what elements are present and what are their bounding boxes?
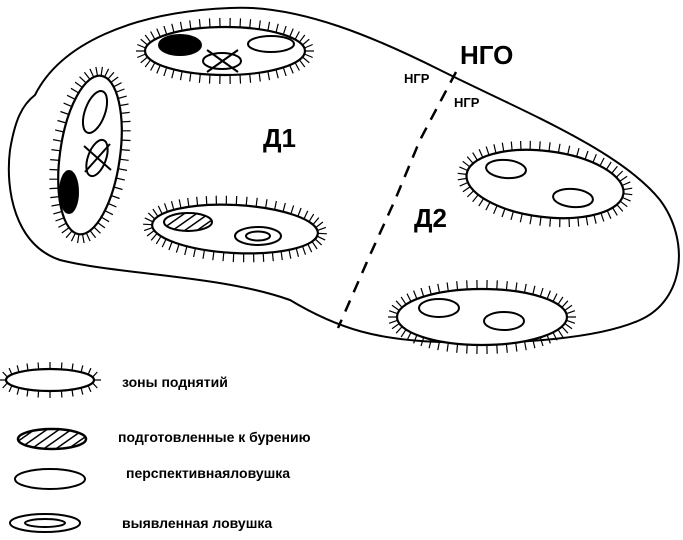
region-boundary (7, 6, 680, 344)
district-boundary (336, 71, 458, 329)
legend-prepared-text: подготовленные к бурению (118, 429, 311, 445)
prospective-trap-right-3 (418, 298, 460, 318)
prospective-trap-right-4 (483, 311, 525, 331)
identified-trap-middle (234, 226, 282, 246)
eliminated-trap-top (202, 49, 242, 73)
legend-prospective-symbol (14, 468, 86, 490)
eliminated-trap-left (83, 138, 112, 178)
legend-identified-text: выявленная ловушка (122, 515, 272, 531)
label-d2: Д2 (414, 203, 447, 233)
prospective-trap-right-2 (552, 187, 594, 209)
legend-prospective-text: перспективнаяловушка (126, 465, 290, 481)
uplift-zone-left (49, 66, 131, 244)
drilling-trap-left (59, 170, 79, 214)
prepared-trap-middle (163, 212, 213, 232)
label-ngr-bottom: НГР (454, 95, 480, 110)
legend-uplift-text: зоны поднятий (122, 374, 228, 390)
drilling-trap-top (158, 34, 202, 56)
uplift-zone-right-bottom (388, 279, 576, 355)
label-ngo: НГО (460, 40, 513, 70)
prospective-trap-left (81, 90, 109, 134)
legend-uplift-symbol (0, 362, 101, 398)
label-d1: Д1 (263, 123, 296, 153)
legend-prepared-symbol (16, 427, 88, 451)
prospective-trap-right-1 (485, 158, 527, 180)
legend-identified-symbol (9, 513, 81, 533)
legend: зоны поднятий подготовленные к бурению п… (0, 362, 311, 533)
prospective-trap-top (247, 35, 295, 53)
label-ngr-top: НГР (404, 71, 430, 86)
